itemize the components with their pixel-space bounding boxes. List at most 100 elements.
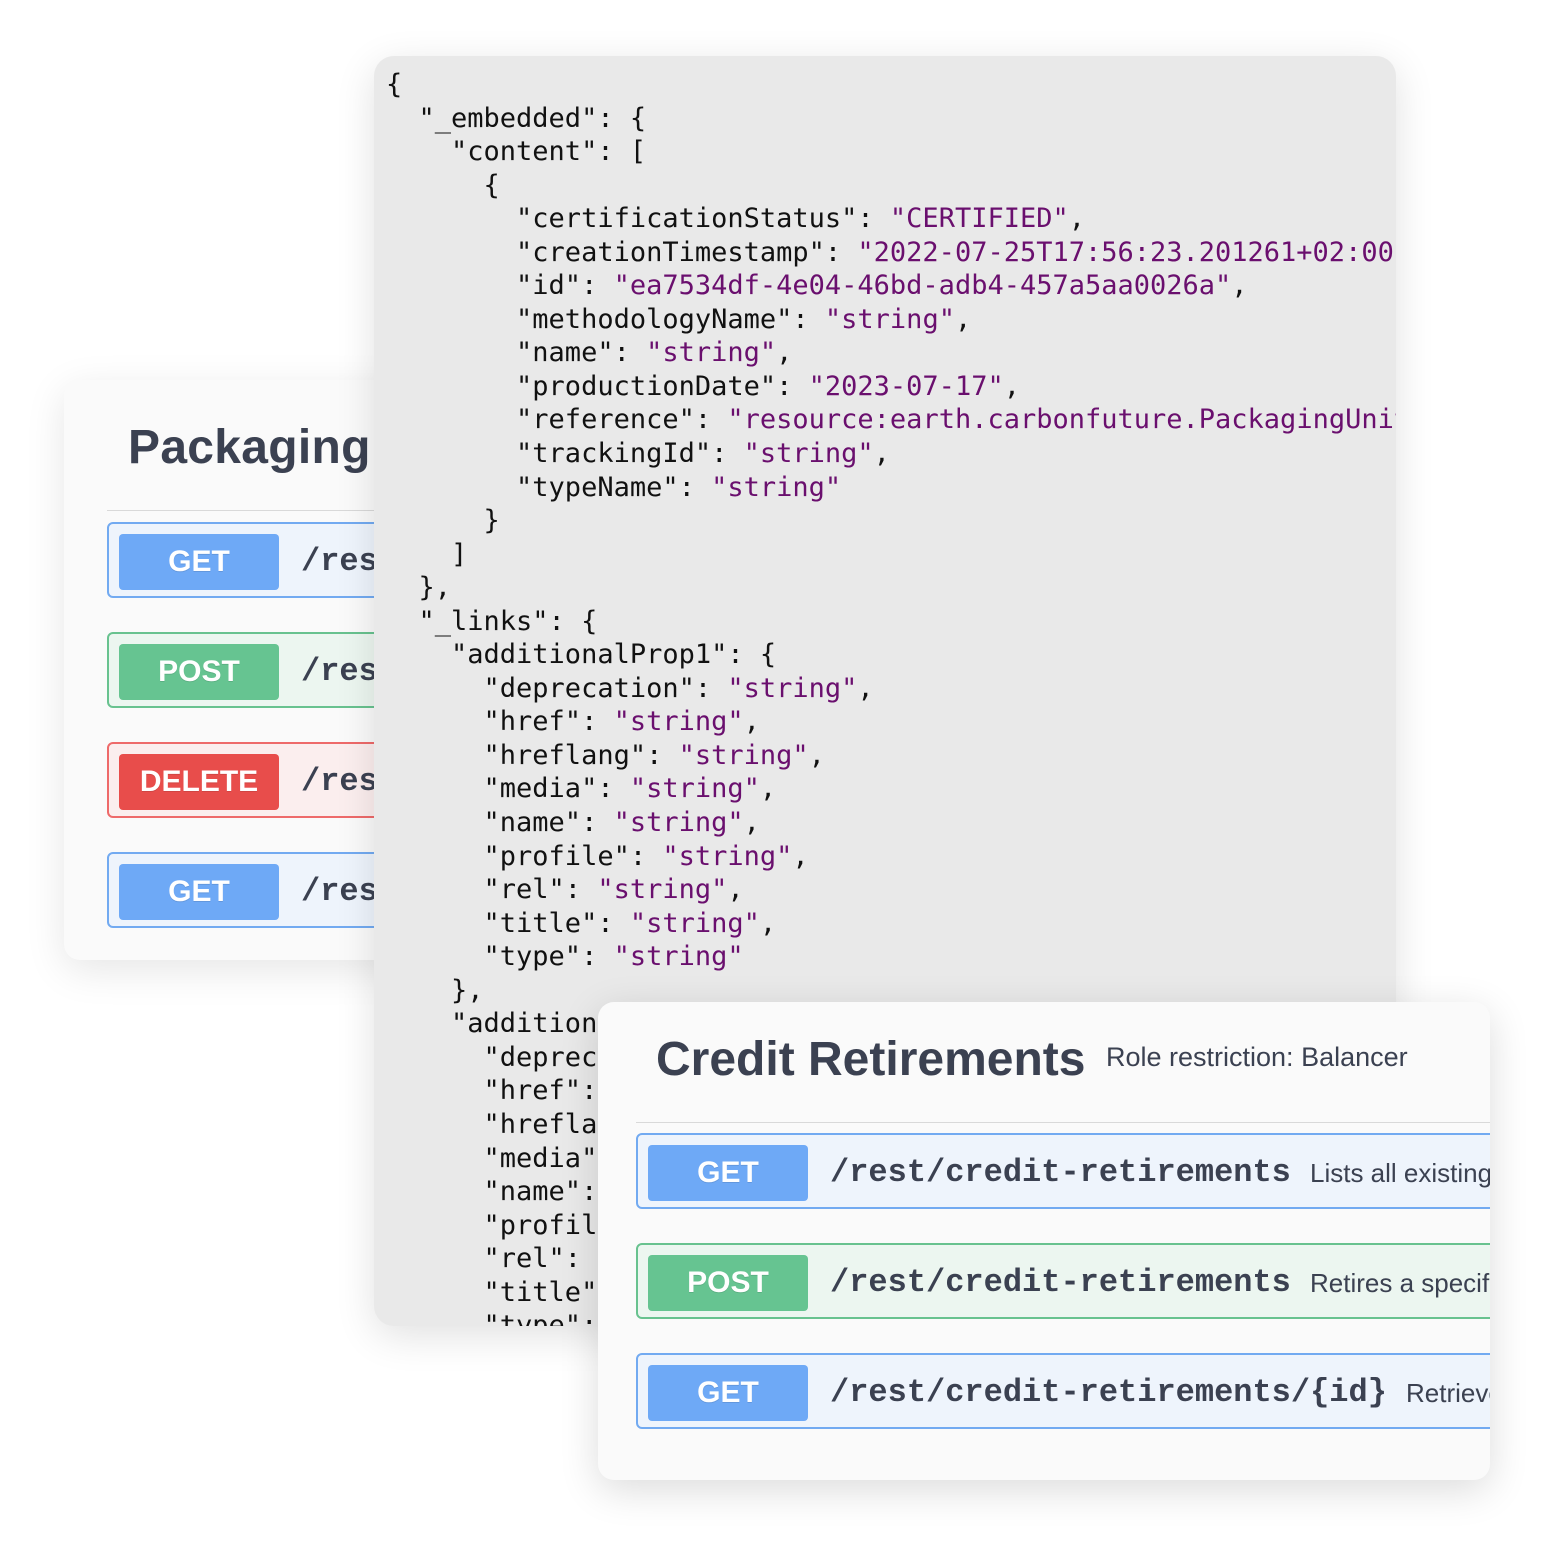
code-line: "content": [ — [386, 136, 647, 168]
json-key: "name": — [386, 337, 647, 369]
credit-op-retire[interactable]: POST /rest/credit-retirements Retires a … — [636, 1243, 1490, 1319]
operation-path: /res — [301, 873, 378, 910]
method-badge-get: GET — [648, 1365, 808, 1421]
json-key: "rel": — [386, 1243, 598, 1275]
code-line: "name": "string", — [386, 337, 793, 369]
json-string-value: "string" — [629, 773, 760, 805]
code-line: "profile": "string", — [386, 840, 809, 872]
json-string-value: "string" — [711, 471, 842, 503]
method-badge-get: GET — [648, 1145, 808, 1201]
json-key: "rel": — [386, 874, 598, 906]
json-key: "certificationStatus": — [386, 203, 890, 235]
json-string-value: "string" — [678, 739, 809, 771]
code-line: "hreflan — [386, 1108, 614, 1140]
method-badge-get: GET — [119, 534, 279, 590]
code-line: "type": — [386, 1310, 598, 1326]
code-line: "rel": "string", — [386, 874, 744, 906]
json-string-value: "string" — [613, 706, 744, 738]
credit-retirements-title: Credit Retirements — [656, 1033, 1086, 1086]
json-key: "creationTimestamp": — [386, 236, 858, 268]
json-key: "id": — [386, 270, 614, 302]
credit-retirements-section: Credit Retirements Role restriction: Bal… — [598, 1002, 1490, 1480]
json-string-value: "string" — [743, 438, 874, 470]
operation-description: Retires a specifi — [1310, 1268, 1490, 1298]
json-key: "deprecation": — [386, 672, 728, 704]
operation-path: /rest/credit-retirements — [830, 1264, 1291, 1301]
code-line: "profile — [386, 1209, 614, 1241]
code-line: "href": "string", — [386, 706, 760, 738]
method-badge-post: POST — [119, 644, 279, 700]
code-line: { — [386, 169, 500, 201]
json-code-block: { "_embedded": { "content": [ { "certifi… — [386, 68, 1396, 1326]
code-line: "title": "string", — [386, 907, 777, 939]
code-line: "_embedded": { — [386, 102, 647, 134]
json-string-value: "string" — [629, 907, 760, 939]
code-line: "reference": "resource:earth.carbonfutur… — [386, 403, 1396, 437]
operation-path: /res — [301, 653, 378, 690]
operation-path: /res — [301, 543, 378, 580]
operation-description: Lists all existing — [1310, 1158, 1490, 1188]
json-string-value: "2023-07-17" — [808, 370, 1004, 402]
credit-op-list[interactable]: GET /rest/credit-retirements Lists all e… — [636, 1133, 1490, 1209]
operation-path: /rest/credit-retirements — [830, 1154, 1291, 1191]
code-line: { — [386, 69, 403, 100]
json-key: "reference": — [386, 404, 728, 436]
json-string-value: "string" — [597, 874, 728, 906]
method-badge-post: POST — [648, 1255, 808, 1311]
credit-retirements-operations: GET /rest/credit-retirements Lists all e… — [636, 1133, 1490, 1463]
json-key: "methodologyName": — [386, 303, 825, 335]
code-line: "typeName": "string" — [386, 471, 1396, 505]
code-line: }, — [386, 572, 452, 604]
method-badge-get: GET — [119, 864, 279, 920]
code-line: "hreflang": "string", — [386, 739, 825, 771]
code-line: "name": "string", — [386, 807, 760, 839]
code-line: "title": — [386, 1276, 614, 1308]
json-string-value: "string" — [662, 840, 793, 872]
json-key: "productionDate": — [386, 370, 809, 402]
code-line: "type": "string" — [386, 940, 1396, 974]
json-string-value: "string" — [824, 303, 955, 335]
code-line: "rel": " — [386, 1242, 1396, 1276]
json-string-value: "2022-07-25T17:56:23.201261+02:00" — [857, 236, 1396, 268]
code-line: "href": — [386, 1075, 598, 1107]
operation-path: /rest/credit-retirements/{id} — [830, 1374, 1387, 1411]
role-restriction-note: Role restriction: Balancer — [1106, 1042, 1408, 1072]
code-line: "name": — [386, 1176, 598, 1208]
json-key: "type": — [386, 941, 614, 973]
code-line: "additionalProp1": { — [386, 639, 777, 671]
json-string-value: "CERTIFIED" — [889, 203, 1069, 235]
json-string-value: "string" — [646, 337, 777, 369]
code-line: "depreca — [386, 1041, 614, 1073]
code-line: "_links": { — [386, 605, 598, 637]
operation-path: /res — [301, 763, 378, 800]
json-key: "profile": — [386, 840, 663, 872]
code-line: ] — [386, 538, 468, 570]
code-line: "media": — [386, 1142, 614, 1174]
packaging-header[interactable]: Packaging — [107, 380, 504, 511]
code-line: "deprecation": "string", — [386, 672, 874, 704]
code-line: "methodologyName": "string", — [386, 303, 972, 335]
credit-retirements-header[interactable]: Credit Retirements Role restriction: Bal… — [636, 1002, 1490, 1123]
code-line: "id": "ea7534df-4e04-46bd-adb4-457a5aa00… — [386, 270, 1248, 302]
json-key: "hreflang": — [386, 739, 679, 771]
method-badge-delete: DELETE — [119, 754, 279, 810]
json-string-value: "string" — [727, 672, 858, 704]
json-key: "media": — [386, 773, 630, 805]
json-key: "name": — [386, 807, 614, 839]
json-string-value: "string" — [613, 807, 744, 839]
json-string-value: "resource:earth.carbonfuture.PackagingUn… — [727, 404, 1396, 436]
json-key: "href": — [386, 706, 614, 738]
code-line: "creationTimestamp": "2022-07-25T17:56:2… — [386, 236, 1396, 270]
code-line: } — [386, 505, 500, 537]
code-line: "productionDate": "2023-07-17", — [386, 370, 1020, 402]
json-key: "trackingId": — [386, 438, 744, 470]
json-string-value: "ea7534df-4e04-46bd-adb4-457a5aa0026a" — [613, 270, 1232, 302]
code-line: }, — [386, 974, 484, 1006]
json-key: "title": — [386, 907, 630, 939]
credit-op-get-by-id[interactable]: GET /rest/credit-retirements/{id} Retrie… — [636, 1353, 1490, 1429]
code-line: "additiona — [386, 1008, 614, 1040]
json-key: "typeName": — [386, 471, 712, 503]
code-line: "certificationStatus": "CERTIFIED", — [386, 203, 1085, 235]
operation-description: Retrieve — [1406, 1378, 1490, 1408]
packaging-title: Packaging — [128, 421, 371, 474]
